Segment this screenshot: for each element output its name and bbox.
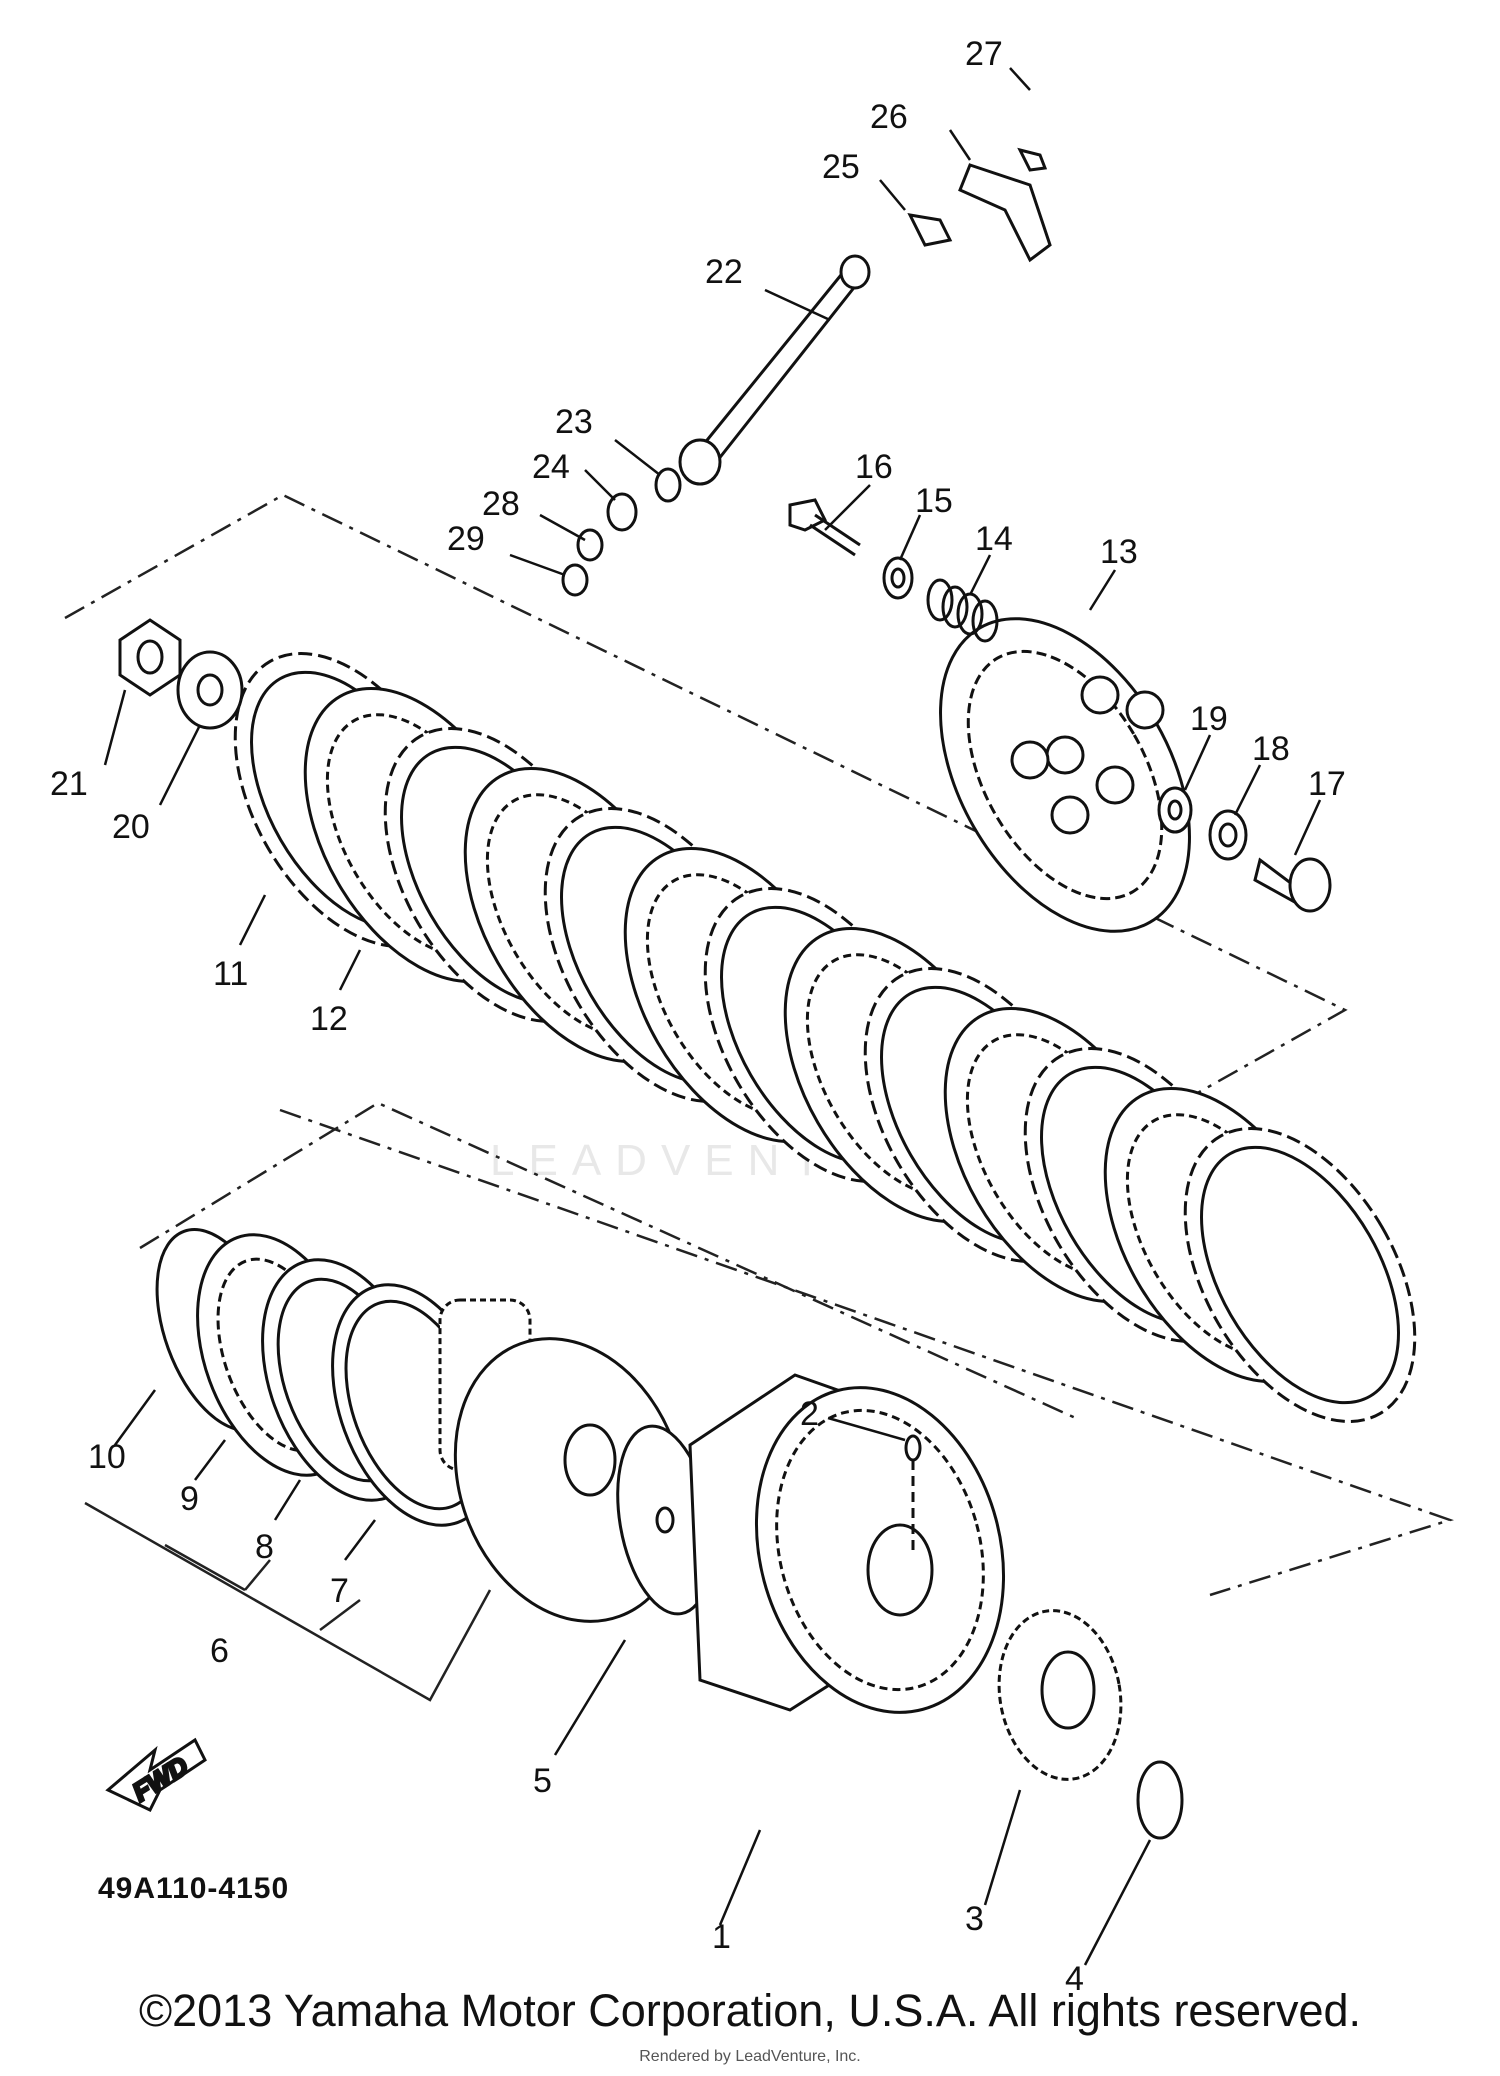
bearing-18 <box>1208 809 1248 861</box>
callout-6: 6 <box>210 1632 229 1670</box>
forward-arrow: FWD <box>105 1737 207 1812</box>
callout-20: 20 <box>112 808 150 846</box>
callout-12: 12 <box>310 1000 348 1038</box>
callout-5: 5 <box>533 1762 552 1800</box>
oil-pump-drive-gear <box>997 1609 1123 1781</box>
clutch-boss <box>438 1298 687 1623</box>
callout-16: 16 <box>855 448 893 486</box>
copyright-notice: ©2013 Yamaha Motor Corporation, U.S.A. A… <box>138 1985 1362 2036</box>
callout-24: 24 <box>532 448 570 486</box>
washer-19 <box>1157 786 1193 834</box>
callout-26: 26 <box>870 98 908 136</box>
callout-2: 2 <box>800 1395 819 1433</box>
small-parts <box>561 147 1048 597</box>
callout-23: 23 <box>555 403 593 441</box>
callout-9: 9 <box>180 1480 199 1518</box>
callout-1: 1 <box>712 1918 731 1956</box>
callout-14: 14 <box>975 520 1013 558</box>
callout-29: 29 <box>447 520 485 558</box>
callout-7: 7 <box>330 1572 349 1610</box>
friction-plate <box>1183 1127 1417 1423</box>
callout-8: 8 <box>255 1528 274 1566</box>
washer-15 <box>882 556 914 600</box>
rendered-by-notice: Rendered by LeadVenture, Inc. <box>639 2048 861 2065</box>
callout-25: 25 <box>822 148 860 186</box>
callout-11: 11 <box>213 955 248 993</box>
clutch-plate-stack <box>233 652 1417 1423</box>
callout-15: 15 <box>915 482 953 520</box>
callout-18: 18 <box>1252 730 1290 768</box>
callout-27: 27 <box>965 35 1003 73</box>
group-box-upper <box>64 493 1454 1597</box>
callout-4: 4 <box>1065 1960 1084 1998</box>
push-lever-shaft <box>678 254 871 486</box>
group-box-lower <box>139 1101 1081 1422</box>
leader-lines <box>103 67 1322 1966</box>
bracket-lines <box>84 1501 492 1702</box>
callout-10: 10 <box>88 1438 126 1476</box>
diagram-part-number: 49A110-4150 <box>98 1872 289 1905</box>
callout-17: 17 <box>1308 765 1346 803</box>
callout-19: 19 <box>1190 700 1228 738</box>
callout-22: 22 <box>705 253 743 291</box>
callout-21: 21 <box>50 765 88 803</box>
primary-driven-gear-housing <box>688 1373 1006 1714</box>
circlip-4 <box>1136 1760 1184 1840</box>
clutch-nut <box>118 618 182 697</box>
spring-bolt <box>788 498 861 557</box>
lock-washer <box>176 650 244 730</box>
callout-28: 28 <box>482 485 520 523</box>
pressure-plate <box>939 617 1191 933</box>
callout-numbers: 1 2 3 4 5 6 7 8 9 10 11 12 13 14 15 16 1… <box>50 35 1346 1998</box>
callout-13: 13 <box>1100 533 1138 571</box>
push-lever <box>958 163 1052 263</box>
callout-3: 3 <box>965 1900 984 1938</box>
push-rod-17 <box>1253 857 1332 913</box>
clutch-spring <box>926 578 999 643</box>
dowel-pin <box>904 1434 922 1555</box>
